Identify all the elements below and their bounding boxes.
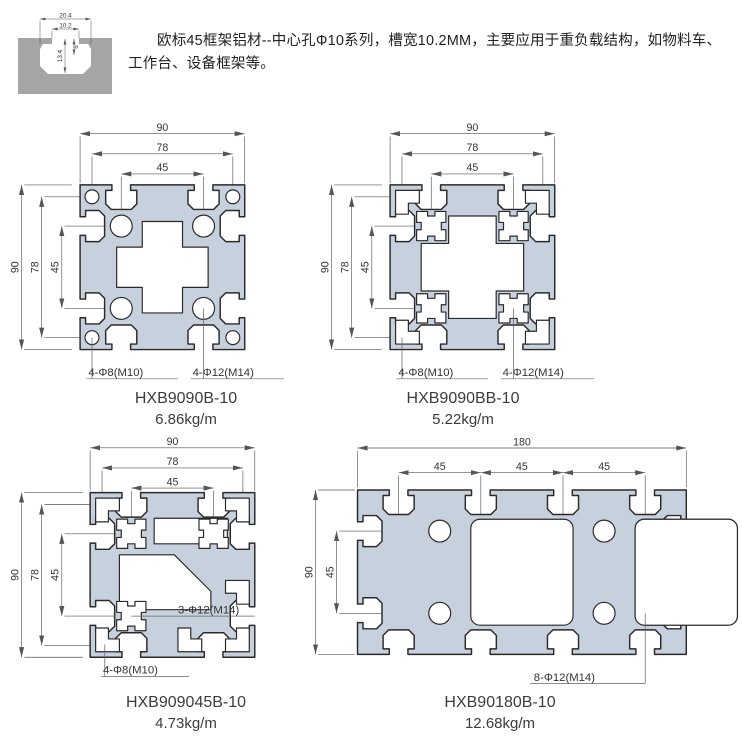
thumb-dim-depth: 13.4 (57, 49, 64, 62)
cavity-1 (470, 518, 574, 626)
series-description: 欧标45框架铝材--中心孔Φ10系列，槽宽10.2MM，主要应用于重负载结构，如… (128, 33, 722, 72)
profile-cross-section (89, 491, 256, 658)
profile-cross-section (79, 184, 246, 351)
profile-model: HXB909045B-10 (125, 694, 247, 711)
dim-top-45: 45 (467, 162, 479, 174)
dim-left-90: 90 (9, 569, 21, 581)
center-cavity (118, 554, 212, 611)
profile-model: HXB90180B-10 (444, 694, 556, 711)
profile-label-3: HXB909045B-10 4.73kg/m (33, 694, 339, 732)
profile-drawing-hxb9090b: 90 78 45 90 78 45 4-Φ8(M10) 4-Φ12(M14) (9, 122, 285, 380)
callout-leaders (396, 308, 595, 380)
tslot-thumbnail: 20.4 10.2 13.4 6 (18, 13, 112, 94)
thumb-dim-slot: 10.2 (59, 23, 72, 30)
dim-left-78: 78 (340, 261, 352, 273)
callout-m14: 4-Φ12(M14) (193, 367, 255, 379)
dim-left-90: 90 (9, 261, 21, 273)
dim-left-90: 90 (303, 566, 315, 578)
dim-top-45b: 45 (516, 461, 528, 473)
profile-drawing-hxb9090bb: 90 78 45 90 78 45 4-Φ8(M10) 4-Φ12(M14) (319, 122, 595, 380)
dim-top-90: 90 (167, 436, 179, 448)
dim-left-45: 45 (50, 569, 62, 581)
center-cavity (116, 220, 209, 314)
dim-top-45c: 45 (598, 461, 610, 473)
cavity-3 (634, 518, 739, 626)
dim-left-45: 45 (360, 261, 372, 273)
callout-m14: 4-Φ12(M14) (503, 367, 565, 379)
profile-label-2: HXB9090BB-10 5.22kg/m (310, 390, 616, 428)
profile-weight: 12.68kg/m (464, 715, 536, 732)
callout-leaders (101, 615, 255, 677)
thumb-dim-outer: 20.4 (59, 13, 72, 20)
thumb-dim-lip: 6 (73, 45, 80, 49)
dim-top-78: 78 (157, 142, 169, 154)
dim-top-78: 78 (167, 456, 179, 468)
dim-top-78: 78 (467, 142, 479, 154)
profile-label-4: HXB90180B-10 12.68kg/m (330, 694, 670, 732)
thumb-dim-lines (39, 17, 92, 73)
callout-m10: 4-Φ8(M10) (103, 665, 158, 677)
profile-model: HXB9090BB-10 (406, 390, 520, 407)
profile-weight: 4.73kg/m (155, 715, 217, 732)
dim-left-45: 45 (324, 566, 336, 578)
dim-top-180: 180 (513, 436, 531, 448)
dim-top-90: 90 (157, 122, 169, 134)
dim-left-45: 45 (50, 261, 62, 273)
dim-left-90: 90 (319, 261, 331, 273)
profile-weight: 6.86kg/m (155, 411, 217, 428)
callout-m14: 8-Φ12(M14) (534, 672, 595, 684)
profile-model: HXB9090B-10 (134, 390, 238, 407)
profile-weight: 5.22kg/m (432, 411, 494, 428)
dim-left-78: 78 (30, 261, 42, 273)
profile-cross-section (389, 184, 556, 351)
callout-m10: 4-Φ8(M10) (398, 367, 453, 379)
dim-top-45: 45 (157, 162, 169, 174)
dim-left-78: 78 (30, 569, 42, 581)
dim-top-45a: 45 (434, 461, 446, 473)
callout-leaders (86, 308, 285, 380)
profile-drawing-hxb90180b: 180 45 45 45 90 45 8-Φ12(M14) (303, 436, 739, 684)
dim-top-45: 45 (167, 476, 179, 488)
callout-m10: 4-Φ8(M10) (88, 367, 143, 379)
callout-leaders (530, 613, 646, 684)
profile-drawing-hxb909045b: 90 78 45 90 78 45 3-Φ12(M14) 4-Φ8(M10) (9, 436, 256, 677)
callout-m14: 3-Φ12(M14) (178, 604, 240, 616)
dim-top-90: 90 (467, 122, 479, 134)
profile-label-1: HXB9090B-10 6.86kg/m (33, 390, 339, 428)
profile-cross-section (356, 489, 739, 656)
center-cavity (420, 215, 525, 320)
